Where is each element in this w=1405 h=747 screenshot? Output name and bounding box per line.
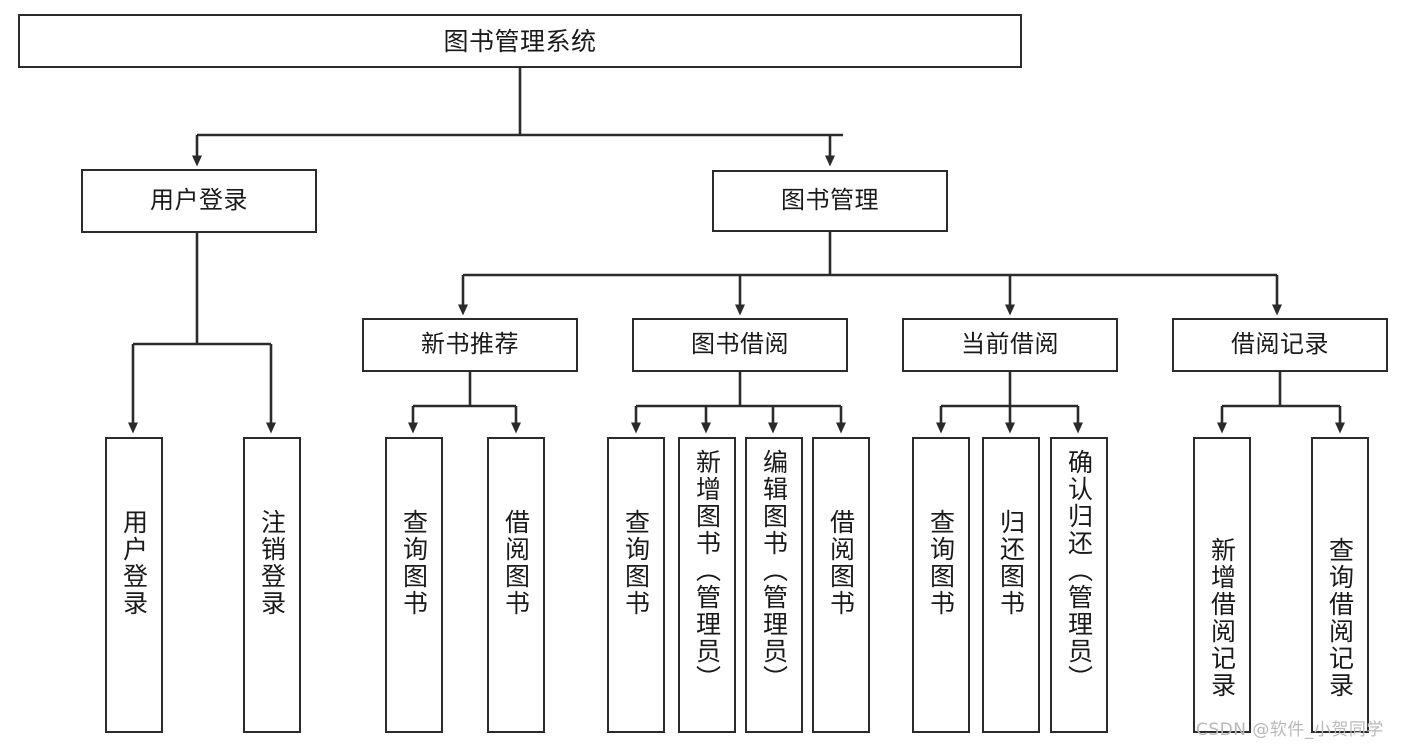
node-leaf-borrow-book-1[interactable]: 借阅图书 (487, 437, 545, 733)
node-book-manage-label: 图书管理 (781, 186, 879, 215)
watermark: CSDN @软件_小贺同学 (1196, 720, 1384, 740)
node-leaf-logout[interactable]: 注销登录 (243, 437, 301, 733)
node-leaf-query-book-1-label: 查询图书 (399, 509, 429, 617)
node-leaf-query-book-3[interactable]: 查询图书 (912, 437, 970, 733)
node-current-borrow-label: 当前借阅 (961, 330, 1059, 359)
node-leaf-query-book-1[interactable]: 查询图书 (385, 437, 443, 733)
node-leaf-borrow-book-2-label: 借阅图书 (826, 509, 856, 617)
node-leaf-borrow-book-2[interactable]: 借阅图书 (812, 437, 870, 733)
node-root-label: 图书管理系统 (443, 26, 597, 56)
node-user-login-label: 用户登录 (150, 186, 248, 215)
node-borrow-record[interactable]: 借阅记录 (1172, 318, 1388, 372)
node-leaf-logout-label: 注销登录 (257, 509, 287, 617)
node-leaf-return-book-label: 归还图书 (996, 509, 1026, 617)
node-leaf-add-book-label: 新增图书（管理员） (692, 449, 722, 692)
node-book-borrow-label: 图书借阅 (691, 330, 789, 359)
node-book-manage[interactable]: 图书管理 (712, 170, 948, 232)
node-leaf-return-book[interactable]: 归还图书 (982, 437, 1040, 733)
node-leaf-add-record-label: 新增借阅记录 (1207, 537, 1237, 699)
node-current-borrow[interactable]: 当前借阅 (902, 318, 1118, 372)
node-root[interactable]: 图书管理系统 (18, 14, 1022, 68)
node-leaf-user-login[interactable]: 用户登录 (105, 437, 163, 733)
node-leaf-confirm-return-label: 确认归还（管理员） (1064, 449, 1094, 692)
node-book-borrow[interactable]: 图书借阅 (632, 318, 848, 372)
node-leaf-edit-book-label: 编辑图书（管理员） (759, 449, 789, 692)
node-leaf-user-login-label: 用户登录 (119, 509, 149, 617)
node-new-book-rec[interactable]: 新书推荐 (362, 318, 578, 372)
node-user-login[interactable]: 用户登录 (81, 169, 317, 233)
node-leaf-edit-book[interactable]: 编辑图书（管理员） (745, 437, 803, 733)
node-leaf-add-book[interactable]: 新增图书（管理员） (678, 437, 736, 733)
node-leaf-add-record[interactable]: 新增借阅记录 (1193, 437, 1251, 733)
node-leaf-query-book-3-label: 查询图书 (926, 509, 956, 617)
node-leaf-query-record[interactable]: 查询借阅记录 (1311, 437, 1369, 733)
node-leaf-query-book-2-label: 查询图书 (621, 509, 651, 617)
node-leaf-query-record-label: 查询借阅记录 (1325, 537, 1355, 699)
node-leaf-query-book-2[interactable]: 查询图书 (607, 437, 665, 733)
node-new-book-rec-label: 新书推荐 (421, 330, 519, 359)
node-leaf-borrow-book-1-label: 借阅图书 (501, 509, 531, 617)
node-leaf-confirm-return[interactable]: 确认归还（管理员） (1050, 437, 1108, 733)
node-borrow-record-label: 借阅记录 (1231, 330, 1329, 359)
